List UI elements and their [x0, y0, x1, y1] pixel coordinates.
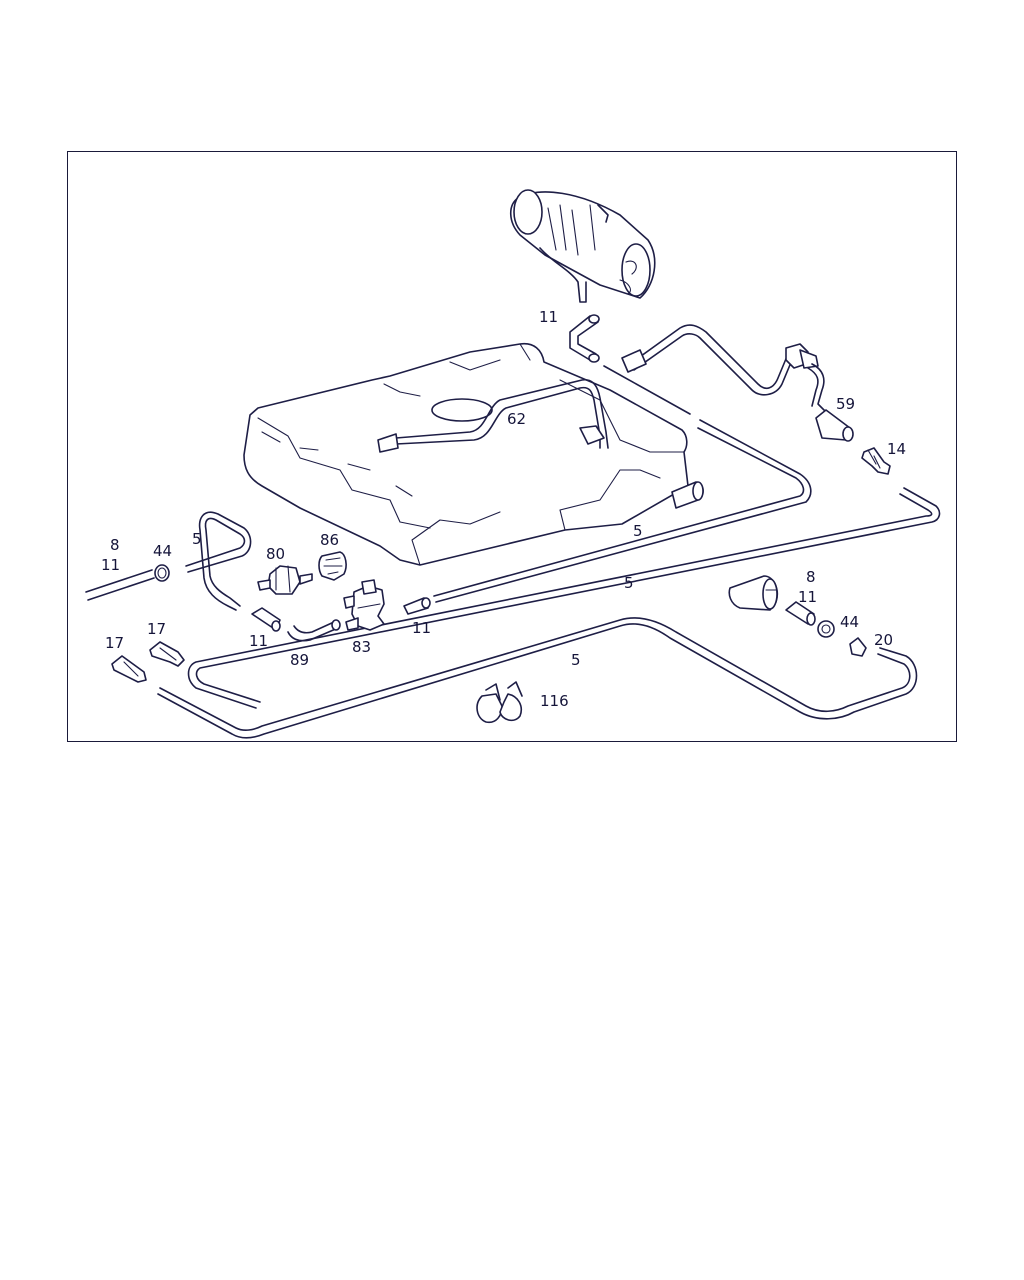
line-5-left-loop: [185, 511, 252, 611]
diagram-frame: [67, 151, 957, 742]
callout-5-left: 5: [192, 530, 202, 548]
line-to-valve-59: [621, 324, 793, 396]
callout-17-b: 17: [147, 620, 166, 638]
callout-8-left: 8: [110, 536, 120, 554]
callout-17-a: 17: [105, 634, 124, 652]
clamp-44-left: [154, 564, 170, 582]
callout-59: 59: [836, 395, 855, 413]
valve-59: [785, 343, 854, 442]
callout-86: 86: [320, 531, 339, 549]
callout-116: 116: [540, 692, 569, 710]
callout-11-top: 11: [539, 308, 558, 326]
callout-83: 83: [352, 638, 371, 656]
hose-8-11-left: [85, 569, 155, 601]
fitting-17-b: [149, 641, 185, 667]
hose-11-small-a: [251, 607, 281, 632]
hose-11-canister: [569, 314, 600, 363]
hose-11-small-b: [403, 597, 431, 615]
callout-11-left: 11: [101, 556, 120, 574]
line-5-middle: [187, 487, 941, 709]
callout-labels: 11 62 59 14 8 11 44 5 80 86 5 5 11 89 83…: [101, 308, 906, 710]
callout-11-right: 11: [798, 588, 817, 606]
callout-11-b: 11: [412, 619, 431, 637]
valve-83: [343, 579, 385, 631]
callout-89: 89: [290, 651, 309, 669]
fitting-17-a: [111, 655, 147, 683]
charcoal-canister: [509, 189, 656, 303]
clip-116: [476, 681, 523, 724]
callout-44-right: 44: [840, 613, 859, 631]
callout-80: 80: [266, 545, 285, 563]
callout-5-bottom: 5: [571, 651, 581, 669]
callout-5-mid: 5: [624, 574, 634, 592]
callout-5-tank: 5: [633, 522, 643, 540]
hose-89: [287, 619, 341, 642]
clamp-44-right: [817, 620, 835, 638]
cap-86: [318, 551, 347, 581]
hose-11-right: [785, 601, 816, 626]
fitting-20: [849, 637, 867, 657]
fuel-tank: [243, 342, 704, 566]
callout-11-a: 11: [249, 632, 268, 650]
line-5-tank-right: [433, 365, 812, 603]
callout-14: 14: [887, 440, 906, 458]
filter-8-right: [728, 575, 779, 611]
callout-62: 62: [507, 410, 526, 428]
line-5-bottom: [157, 617, 918, 739]
callout-44-left: 44: [153, 542, 172, 560]
callout-20: 20: [874, 631, 893, 649]
line-62: [377, 378, 609, 453]
fitting-14: [861, 447, 891, 475]
callout-8-right: 8: [806, 568, 816, 586]
valve-80: [257, 565, 313, 595]
